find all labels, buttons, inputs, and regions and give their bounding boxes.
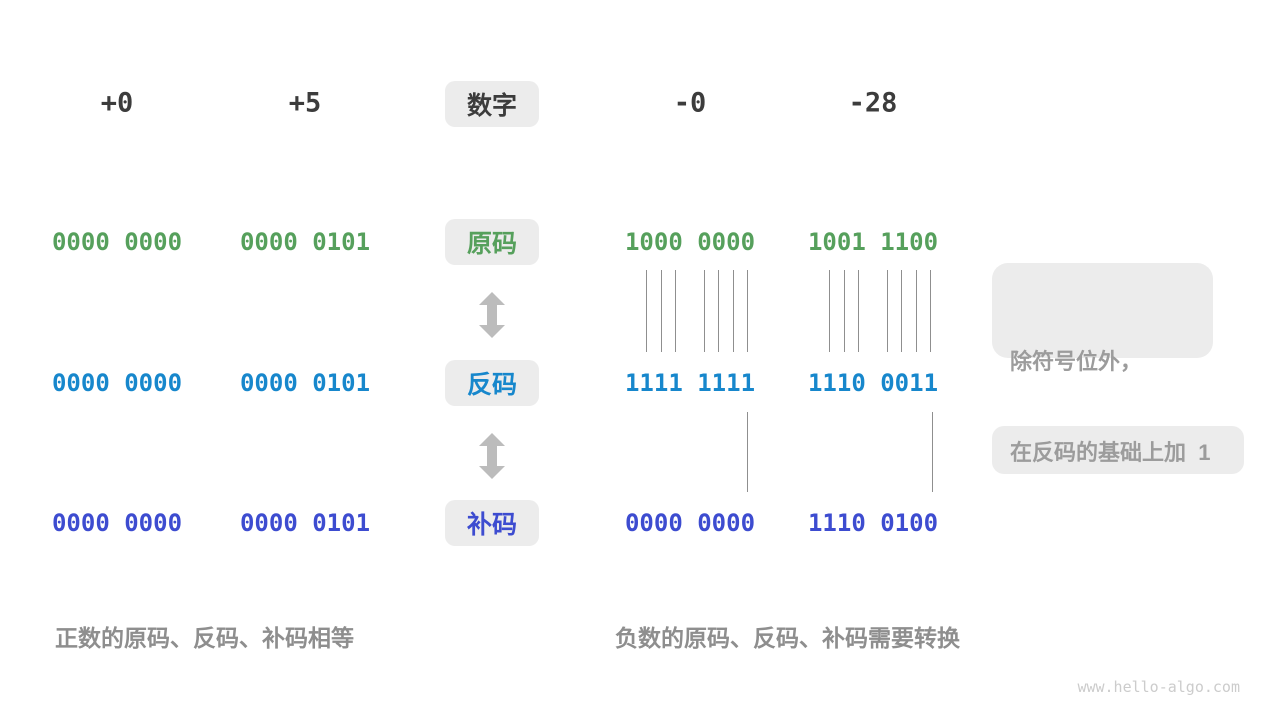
negative-caption: 负数的原码、反码、补码需要转换 — [615, 625, 960, 651]
bit-connector-line — [675, 270, 676, 352]
number-negative-28: -28 — [848, 87, 898, 119]
up-down-arrow-icon — [479, 292, 505, 338]
twos-complement-neg-zero: 0000 0000 — [624, 509, 756, 537]
sign-magnitude-pos-zero: 0000 0000 — [51, 228, 183, 256]
sign-magnitude-neg-28: 1001 1100 — [807, 228, 939, 256]
bit-connector-line — [646, 270, 647, 352]
row-label-number: 数字 — [445, 81, 539, 127]
sign-magnitude-pos-five: 0000 0101 — [239, 228, 371, 256]
invert-bits-note: 除符号位外， 对其余所有位取反 — [992, 263, 1213, 476]
twos-complement-neg-28: 1110 0100 — [807, 509, 939, 537]
up-down-arrow-icon — [479, 433, 505, 479]
bit-connector-line — [661, 270, 662, 352]
positive-caption: 正数的原码、反码、补码相等 — [55, 625, 354, 651]
row-label-twos-complement-text: 补码 — [466, 511, 517, 539]
invert-bits-note-line1: 除符号位外， — [1010, 349, 1143, 374]
bit-connector-line — [901, 270, 902, 352]
add-one-note: 在反码的基础上加 1 — [992, 426, 1244, 474]
watermark: www.hello-algo.com — [1077, 678, 1240, 696]
ones-complement-neg-zero: 1111 1111 — [624, 369, 756, 397]
twos-complement-pos-five: 0000 0101 — [239, 509, 371, 537]
row-label-number-text: 数字 — [466, 92, 517, 120]
row-label-twos-complement: 补码 — [445, 500, 539, 546]
bit-connector-line — [704, 270, 705, 352]
bit-connector-line — [844, 270, 845, 352]
row-label-ones-complement-text: 反码 — [466, 371, 517, 399]
sign-magnitude-neg-zero: 1000 0000 — [624, 228, 756, 256]
number-negative-zero: -0 — [673, 87, 707, 119]
bit-connector-line — [747, 412, 748, 492]
ones-complement-neg-28: 1110 0011 — [807, 369, 939, 397]
ones-complement-pos-five: 0000 0101 — [239, 369, 371, 397]
bit-connector-line — [916, 270, 917, 352]
bit-connector-line — [747, 270, 748, 352]
row-label-ones-complement: 反码 — [445, 360, 539, 406]
bit-connector-line — [930, 270, 931, 352]
bit-connector-line — [932, 412, 933, 492]
row-label-sign-magnitude: 原码 — [445, 219, 539, 265]
bit-connector-line — [829, 270, 830, 352]
bit-connector-line — [887, 270, 888, 352]
number-positive-five: +5 — [288, 87, 322, 119]
row-label-sign-magnitude-text: 原码 — [466, 230, 517, 258]
ones-complement-pos-zero: 0000 0000 — [51, 369, 183, 397]
bit-connector-line — [718, 270, 719, 352]
bit-connector-line — [858, 270, 859, 352]
bit-connector-line — [733, 270, 734, 352]
twos-complement-pos-zero: 0000 0000 — [51, 509, 183, 537]
number-positive-zero: +0 — [100, 87, 134, 119]
